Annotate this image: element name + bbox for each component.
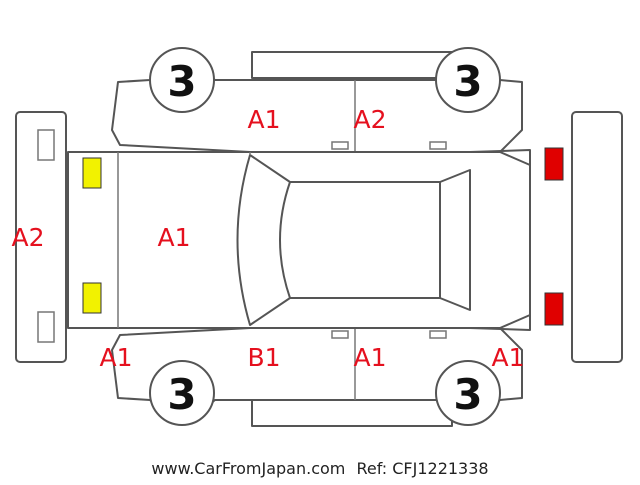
wheel-rear-right: 3 <box>435 360 501 426</box>
body-top-view <box>67 151 531 329</box>
footer-text: www.CarFromJapan.com Ref: CFJ1221338 <box>151 459 488 478</box>
wheel-front-right: 3 <box>149 360 215 426</box>
bottom-front-handle <box>331 330 349 339</box>
taillight-bottom-marker <box>544 292 564 326</box>
front-bumper <box>15 111 67 363</box>
bumper-vent-bottom <box>37 311 55 343</box>
wheel-rear-right-score: 3 <box>453 370 482 419</box>
wheel-front-left: 3 <box>149 47 215 113</box>
top-sill <box>251 51 453 79</box>
label-roof-rear-top: A2 <box>353 105 386 134</box>
label-rear-panel: A2 <box>11 223 44 252</box>
taillight-top-marker <box>544 147 564 181</box>
wheel-front-left-score: 3 <box>167 57 196 106</box>
windshield <box>236 154 291 326</box>
wheel-rear-left: 3 <box>435 47 501 113</box>
footer-ref: Ref: CFJ1221338 <box>356 459 488 478</box>
footer-site: www.CarFromJapan.com <box>151 459 345 478</box>
label-front-door-bottom: B1 <box>247 343 280 372</box>
headlight-left-marker <box>82 157 102 189</box>
label-rear-corner-right: A1 <box>491 343 524 372</box>
tailgate <box>469 149 531 331</box>
headlight-right-marker <box>82 282 102 314</box>
rear-window <box>439 169 471 311</box>
top-rear-handle <box>429 141 447 150</box>
label-hood: A1 <box>157 223 190 252</box>
label-roof-front-top: A1 <box>247 105 280 134</box>
top-front-handle <box>331 141 349 150</box>
label-front-corner-left: A1 <box>99 343 132 372</box>
label-rear-door-bottom: A1 <box>353 343 386 372</box>
wheel-front-right-score: 3 <box>167 370 196 419</box>
bottom-sill <box>251 399 453 427</box>
bottom-rear-handle <box>429 330 447 339</box>
bumper-vent-top <box>37 129 55 161</box>
rear-bumper <box>571 111 623 363</box>
wheel-rear-left-score: 3 <box>453 57 482 106</box>
